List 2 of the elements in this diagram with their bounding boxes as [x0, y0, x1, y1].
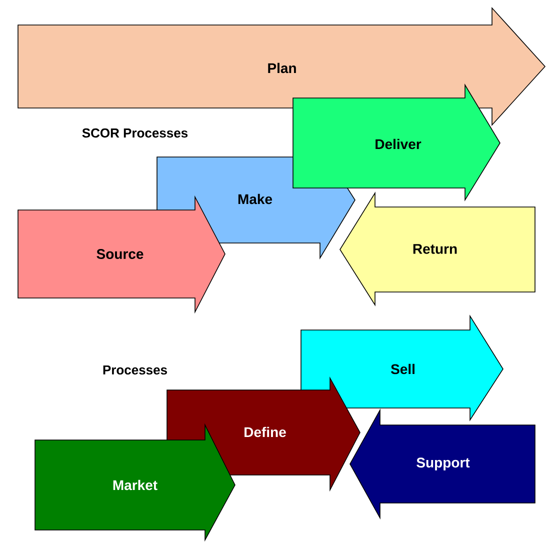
section-label: Processes: [103, 365, 167, 375]
section-label: SCOR Processes: [82, 128, 188, 138]
